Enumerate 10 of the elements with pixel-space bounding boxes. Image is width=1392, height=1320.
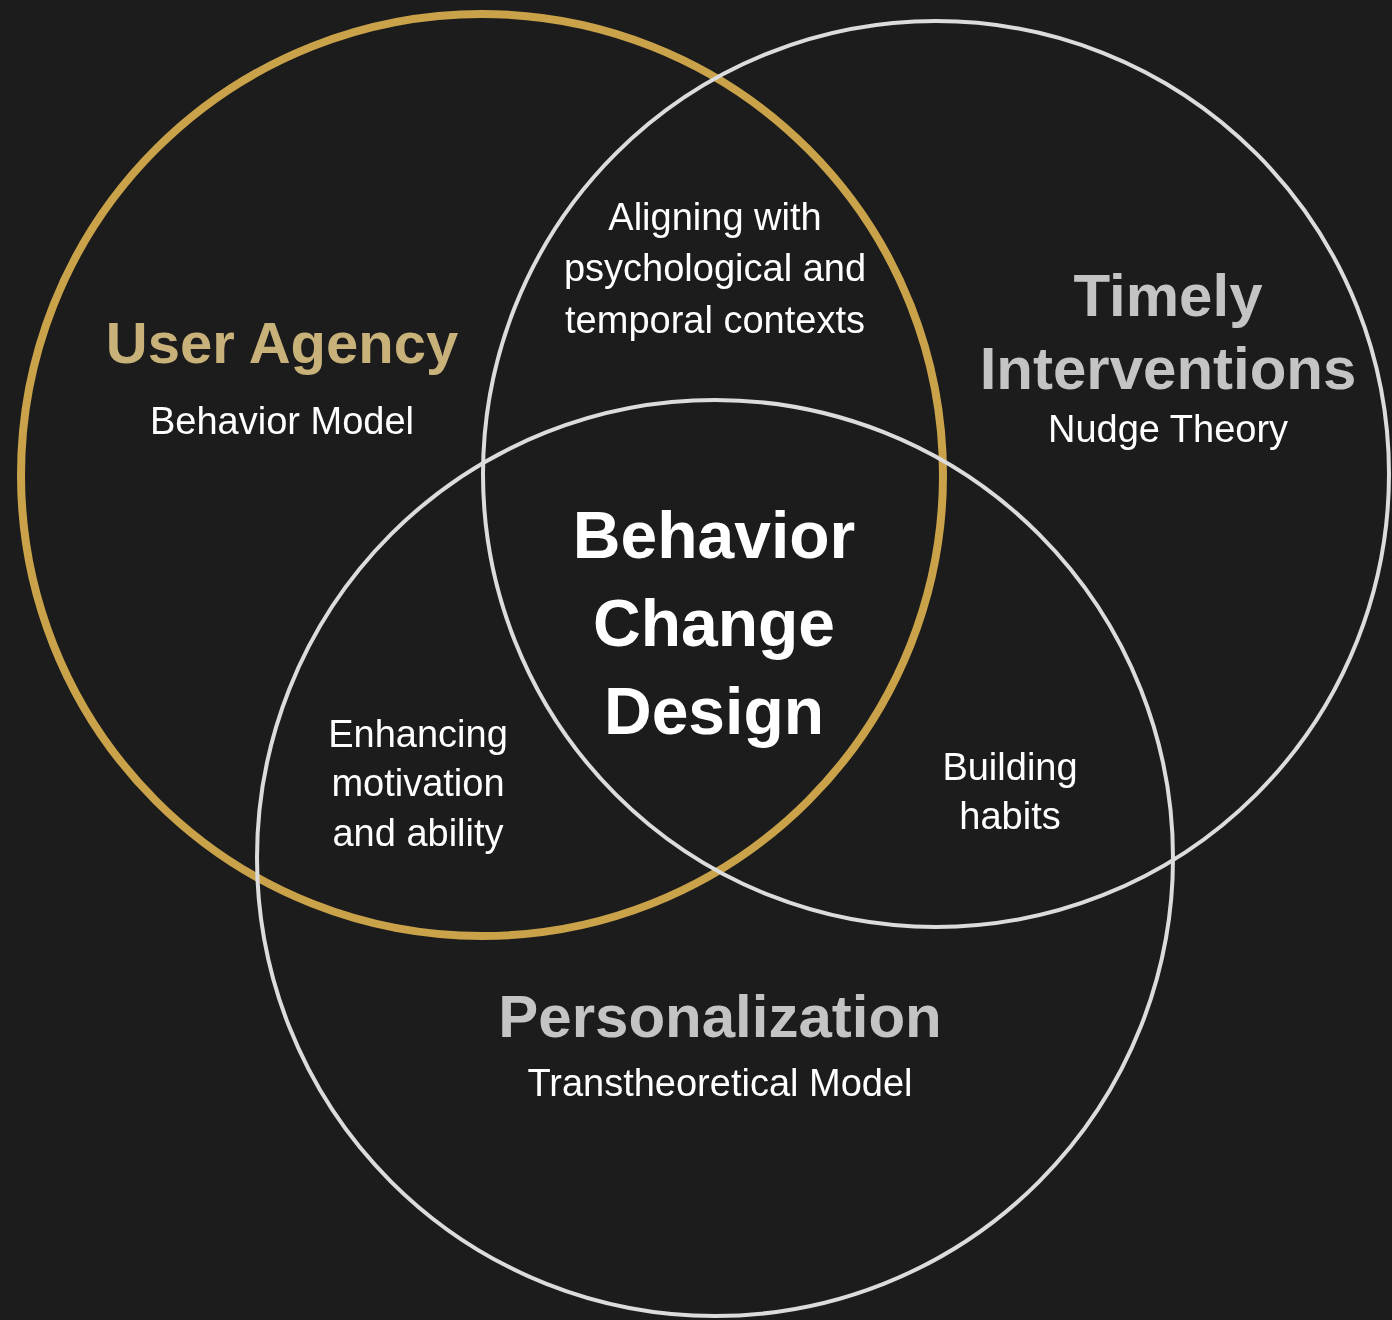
overlap-label: Building habits xyxy=(941,745,1079,840)
circle-subtitle: Nudge Theory xyxy=(1046,408,1290,452)
circle-subtitle: Behavior Model xyxy=(148,400,415,444)
center-title: Behavior Change Design xyxy=(571,497,857,750)
circle-title: Personalization xyxy=(497,982,943,1051)
circle-title: User Agency xyxy=(104,310,460,377)
overlap-label: Enhancing motivation and ability xyxy=(327,712,509,856)
overlap-label: Aligning with psychological and temporal contexts xyxy=(562,195,868,343)
circle-title: Timely Interventions xyxy=(978,261,1358,405)
circle-subtitle: Transtheoretical Model xyxy=(526,1062,914,1106)
